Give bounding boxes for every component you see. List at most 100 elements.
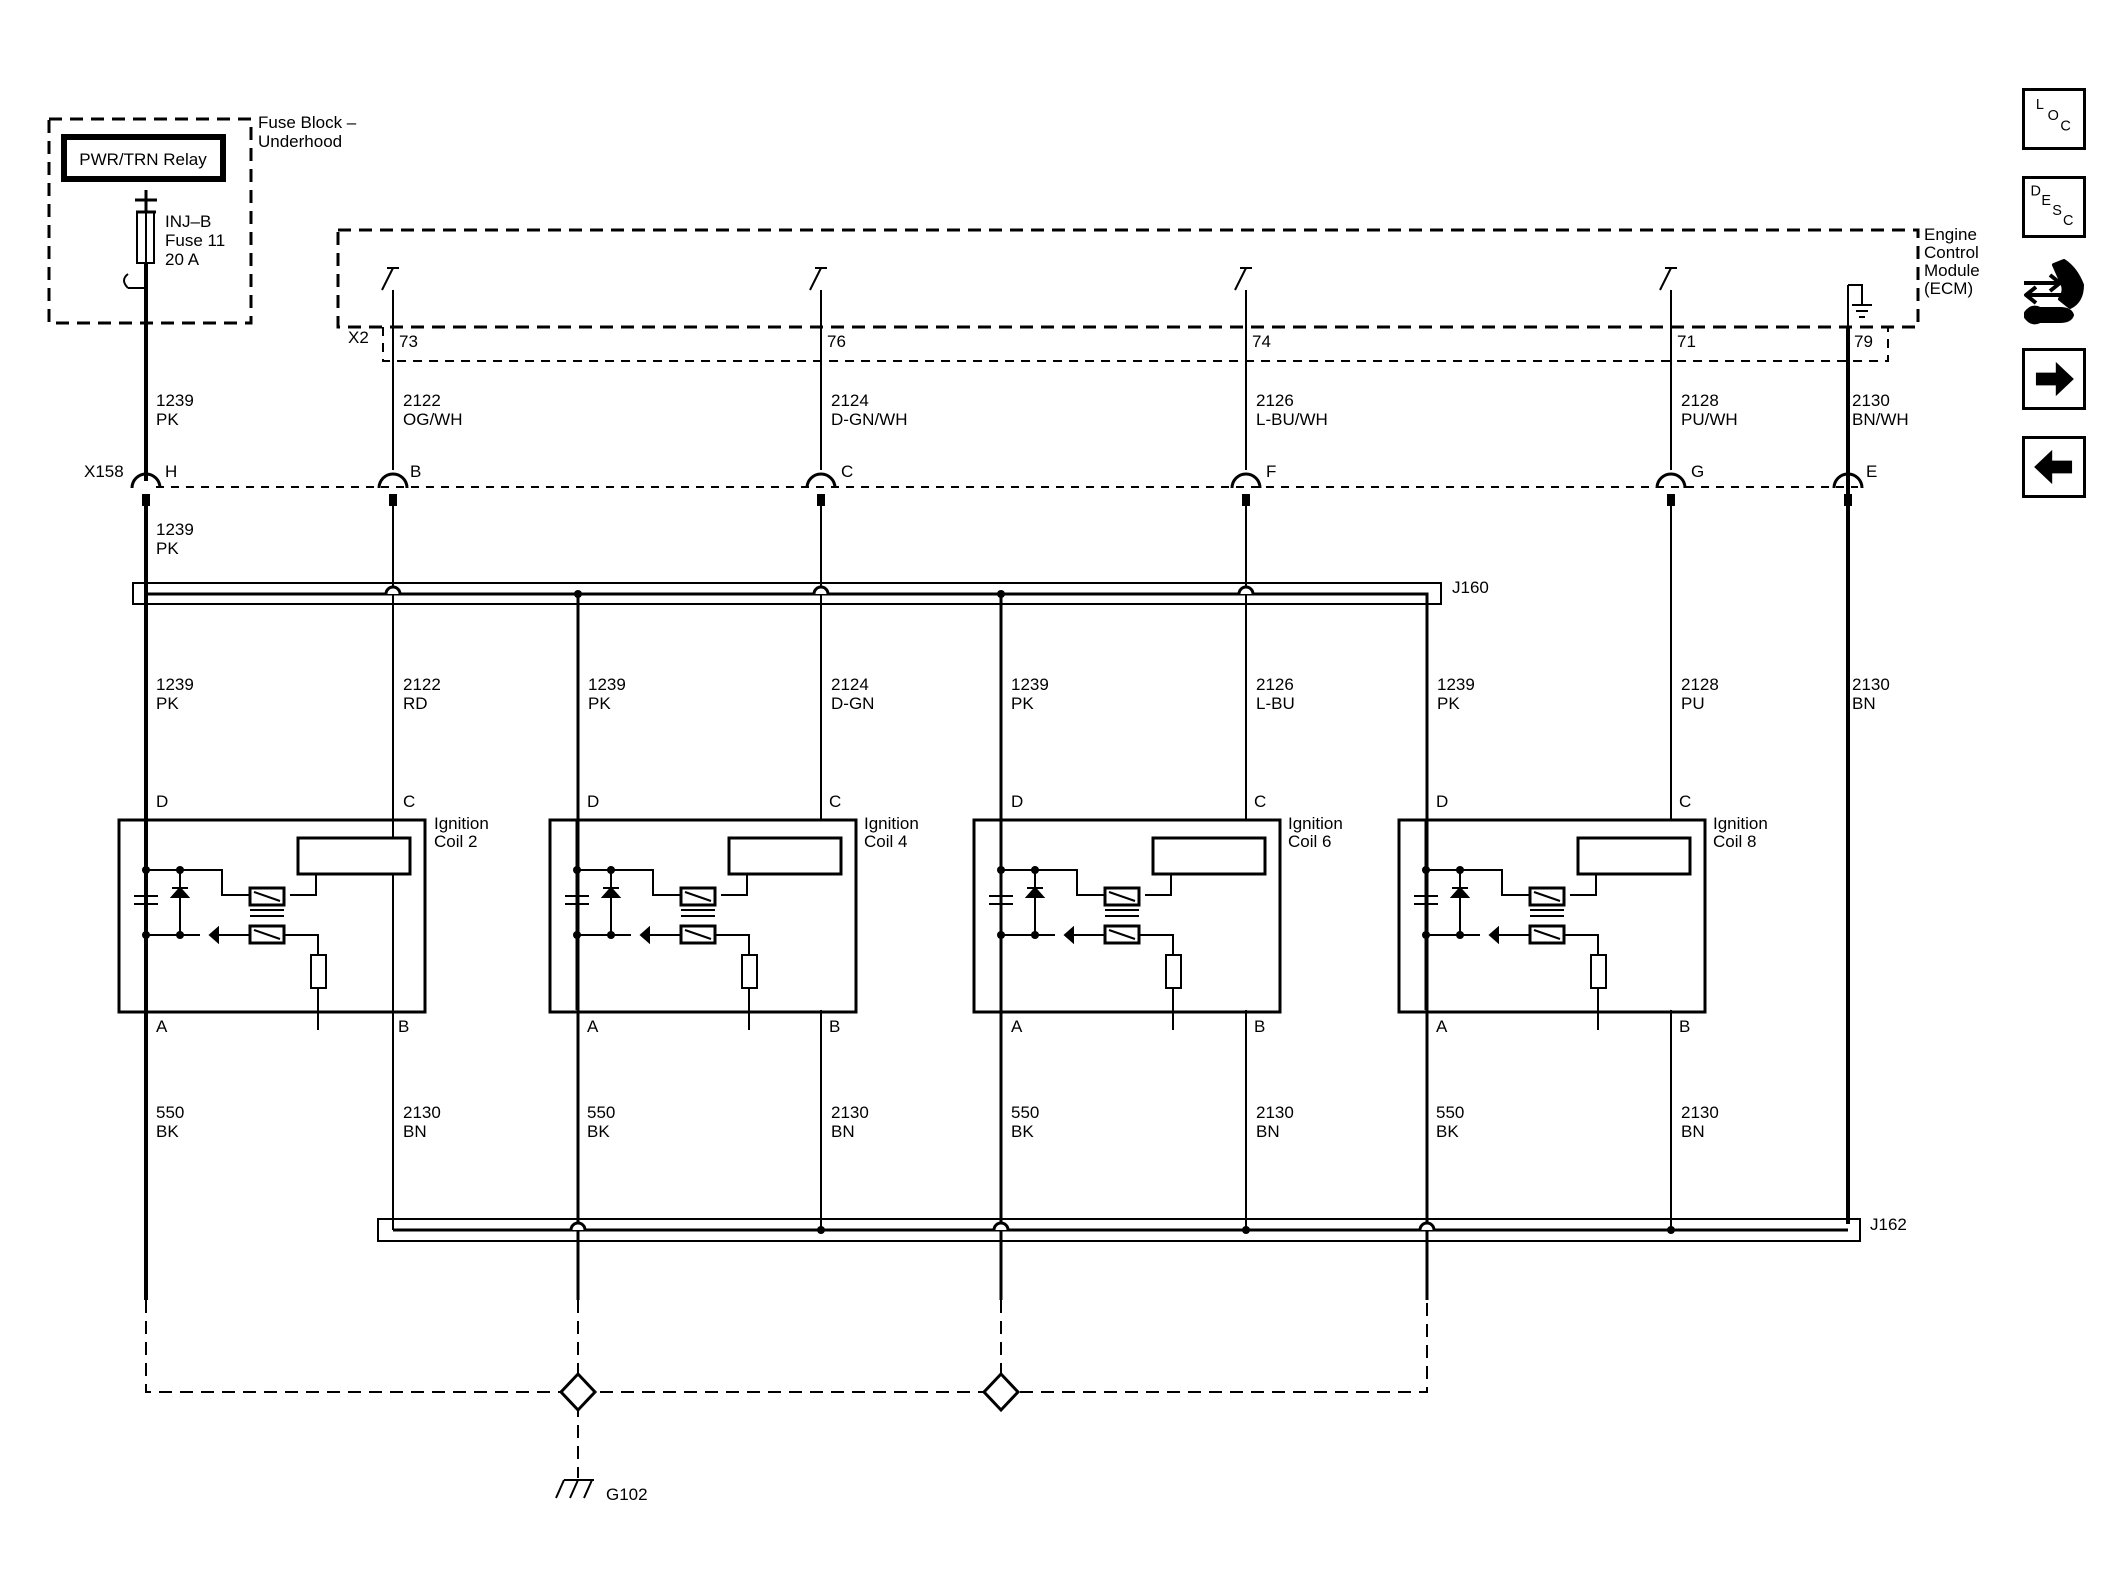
ignition-coil-8 [1397,818,1707,1030]
wire-number: 2130 [831,1103,869,1122]
ground-splice-diamond [981,1371,1021,1413]
loc-button[interactable]: L O C [2022,88,2086,150]
x158-pin: B [410,462,421,481]
wire-color: L-BU [1256,694,1295,713]
wire-number: 550 [156,1103,184,1122]
coil-pin-d: D [587,792,599,811]
ignition-coil-4 [548,818,858,1030]
coil-pin-a: A [587,1017,599,1036]
ecm-pin: 79 [1854,332,1873,351]
wire-number: 1239 [588,675,626,694]
desc-button[interactable]: D E S C [2022,176,2086,238]
coil-pin-c: C [1254,792,1266,811]
wire-color: BN [1681,1122,1705,1141]
wire-number: 2124 [831,391,869,410]
wire-number: 1239 [156,520,194,539]
ecm-pin: 73 [399,332,418,351]
x158-pin: F [1266,462,1276,481]
ecm-box [336,228,1920,329]
wire-number: 550 [587,1103,615,1122]
wire-number: 2128 [1681,675,1719,694]
loc-icon: L O C [2036,97,2071,135]
wire-number: 2130 [403,1103,441,1122]
wire-color: BN [831,1122,855,1141]
connector-tool-button[interactable] [2020,255,2092,333]
fuse-label: Fuse 11 [165,231,225,250]
svg-text:C: C [2060,119,2070,135]
ground-symbol [555,1479,594,1499]
coil-name: Ignition [864,814,919,833]
forward-button[interactable] [2022,348,2086,410]
coil-name: Coil 4 [864,832,907,851]
j160-splice [132,582,1442,605]
wire-number: 2130 [1852,391,1890,410]
wire-color: PK [588,694,611,713]
wire-color: PK [156,694,179,713]
wire-color: BK [1436,1122,1459,1141]
x158-pin: E [1866,462,1877,481]
wire-number: 2130 [1852,675,1890,694]
coil-pin-a: A [156,1017,168,1036]
relay-label: PWR/TRN Relay [79,150,207,169]
coil-name: Coil 2 [434,832,477,851]
ecm-label: (ECM) [1924,279,1973,298]
arrow-left-icon [2034,449,2073,485]
wire-color: BK [1011,1122,1034,1141]
x158-label: X158 [84,462,124,481]
coil-pin-d: D [156,792,168,811]
svg-text:S: S [2052,203,2062,219]
fuse-label: 20 A [165,250,200,269]
coil-pin-b: B [1679,1017,1690,1036]
wire-number: 2122 [403,675,441,694]
coil-pin-a: A [1436,1017,1448,1036]
coil-pin-a: A [1011,1017,1023,1036]
fuse-block-box [47,117,253,325]
wire-color: PK [1011,694,1034,713]
wire-number: 1239 [1011,675,1049,694]
wire-number: 2126 [1256,391,1294,410]
fuse-block-title: Fuse Block – [258,113,357,132]
coil-pin-c: C [403,792,415,811]
coil-name: Coil 6 [1288,832,1331,851]
wire-color: D-GN [831,694,874,713]
desc-icon: D E S C [2031,183,2074,229]
wire-color: PU/WH [1681,410,1738,429]
j162-label: J162 [1870,1215,1907,1234]
svg-text:E: E [2041,193,2051,209]
wire-color: BK [587,1122,610,1141]
wire-number: 550 [1011,1103,1039,1122]
wire-number: 1239 [156,391,194,410]
ground-splice-diamond [558,1371,598,1413]
svg-text:D: D [2031,183,2041,199]
ecm-connector-label: X2 [348,328,369,347]
wire-color: L-BU/WH [1256,410,1328,429]
back-button[interactable] [2022,436,2086,498]
wire-color: BN [403,1122,427,1141]
coil-pin-b: B [1254,1017,1265,1036]
wire-color: BN/WH [1852,410,1909,429]
wire-number: 550 [1436,1103,1464,1122]
wire-color: BK [156,1122,179,1141]
wire-color: PK [1437,694,1460,713]
coil-pin-c: C [829,792,841,811]
x158-pin: G [1691,462,1704,481]
svg-text:O: O [2048,108,2059,124]
wire-color: PK [156,539,179,558]
wire-color: PK [156,410,179,429]
coil-pin-d: D [1011,792,1023,811]
fuse-label: INJ–B [165,212,211,231]
wire-number: 2128 [1681,391,1719,410]
svg-text:L: L [2036,97,2044,113]
ground-label: G102 [606,1485,648,1504]
wire-color: BN [1256,1122,1280,1141]
coil-pin-b: B [829,1017,840,1036]
ecm-pin: 71 [1677,332,1696,351]
ignition-coil-6 [972,818,1282,1030]
x158-pin: H [165,462,177,481]
ecm-label: Module [1924,261,1980,280]
wire-color: BN [1852,694,1876,713]
fuse-block-title: Underhood [258,132,342,151]
wire-color: D-GN/WH [831,410,907,429]
wire-number: 2130 [1256,1103,1294,1122]
